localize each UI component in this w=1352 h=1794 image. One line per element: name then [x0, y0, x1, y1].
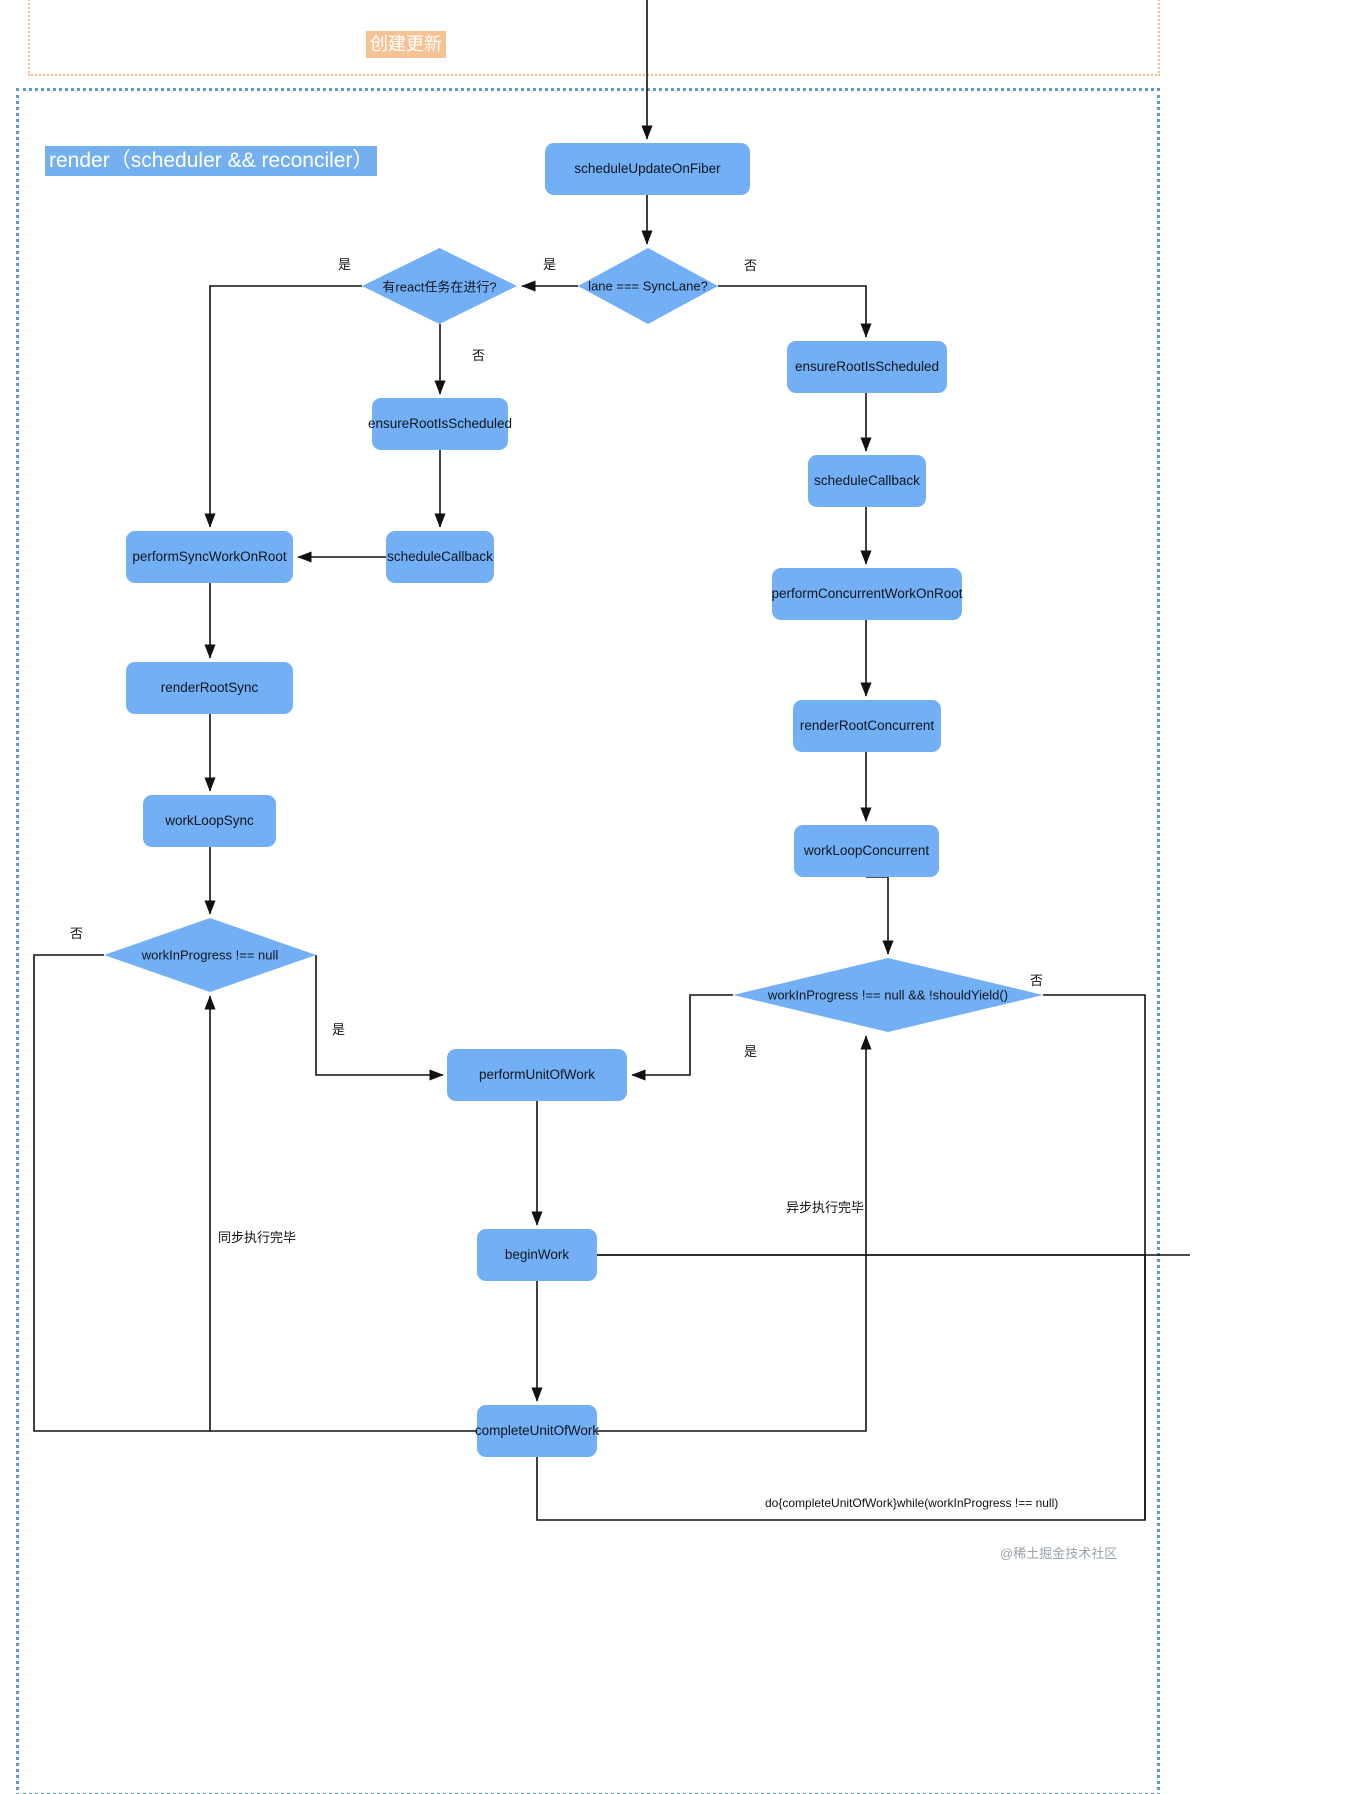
node-perform-unit-of-work[interactable]: performUnitOfWork — [447, 1049, 627, 1101]
node-ensure-root-is-scheduled-right[interactable]: ensureRootIsScheduled — [787, 341, 947, 393]
group-label-render-phase: render（scheduler && reconciler） — [45, 146, 378, 177]
node-label: scheduleCallback — [387, 548, 493, 564]
node-label: workInProgress !== null — [141, 947, 279, 963]
edge-label-yes-sync-lane: 是 — [543, 257, 557, 272]
edge-label-no-sync-lane: 否 — [744, 258, 758, 273]
edge-label-no-react-task: 否 — [472, 348, 486, 363]
node-label: ensureRootIsScheduled — [794, 358, 940, 374]
node-label: ensureRootIsScheduled — [367, 415, 513, 431]
edge-label-no-wip-concurrent: 否 — [1030, 973, 1044, 988]
node-label: renderRootConcurrent — [799, 717, 935, 733]
node-label: workInProgress !== null && !shouldYield(… — [767, 987, 1009, 1003]
node-label: performUnitOfWork — [478, 1066, 596, 1082]
edge-label-complete-loop-note: do{completeUnitOfWork}while(workInProgre… — [765, 1496, 1059, 1510]
node-label: scheduleUpdateOnFiber — [574, 160, 721, 176]
node-label: 有react任务在进行? — [382, 279, 497, 295]
edge-label-async-finished: 异步执行完毕 — [786, 1200, 865, 1215]
node-work-loop-sync[interactable]: workLoopSync — [143, 795, 276, 847]
node-ensure-root-is-scheduled-left[interactable]: ensureRootIsScheduled — [368, 398, 512, 450]
node-label: beginWork — [504, 1246, 570, 1262]
node-label: lane === SyncLane? — [588, 278, 708, 294]
node-render-root-sync[interactable]: renderRootSync — [126, 662, 293, 714]
node-complete-unit-of-work[interactable]: completeUnitOfWork — [474, 1405, 600, 1457]
node-label: workLoopSync — [165, 812, 254, 828]
node-render-root-concurrent[interactable]: renderRootConcurrent — [793, 700, 941, 752]
node-perform-concurrent-work-on-root[interactable]: performConcurrentWorkOnRoot — [771, 568, 963, 620]
node-label: workLoopConcurrent — [803, 842, 930, 858]
node-work-in-progress-should-yield[interactable]: workInProgress !== null && !shouldYield(… — [733, 958, 1043, 1032]
node-label: completeUnitOfWork — [474, 1422, 600, 1438]
group-label-create-update: 创建更新 — [366, 31, 446, 58]
edge-label-no-wip-sync: 否 — [70, 926, 84, 941]
edge-label-yes-wip-sync: 是 — [332, 1022, 346, 1037]
node-schedule-callback-left[interactable]: scheduleCallback — [386, 531, 494, 583]
edge-label-yes-react-task: 是 — [338, 257, 352, 272]
node-label: performSyncWorkOnRoot — [132, 548, 287, 564]
node-label: renderRootSync — [160, 679, 259, 695]
node-has-react-task-running[interactable]: 有react任务在进行? — [362, 248, 517, 324]
node-label: scheduleCallback — [814, 472, 920, 488]
node-schedule-callback-right[interactable]: scheduleCallback — [808, 455, 926, 507]
node-begin-work[interactable]: beginWork — [477, 1229, 597, 1281]
node-lane-is-sync-lane[interactable]: lane === SyncLane? — [578, 248, 718, 324]
node-work-in-progress-not-null[interactable]: workInProgress !== null — [104, 918, 316, 992]
node-work-loop-concurrent[interactable]: workLoopConcurrent — [794, 825, 939, 877]
watermark: @稀土掘金技术社区 — [1000, 1546, 1118, 1561]
edge-label-yes-wip-concurrent: 是 — [744, 1044, 758, 1059]
node-label: performConcurrentWorkOnRoot — [771, 585, 963, 601]
node-schedule-update-on-fiber[interactable]: scheduleUpdateOnFiber — [545, 143, 750, 195]
edge-label-sync-finished: 同步执行完毕 — [218, 1230, 297, 1245]
group-create-update — [28, 0, 1160, 76]
node-perform-sync-work-on-root[interactable]: performSyncWorkOnRoot — [126, 531, 293, 583]
